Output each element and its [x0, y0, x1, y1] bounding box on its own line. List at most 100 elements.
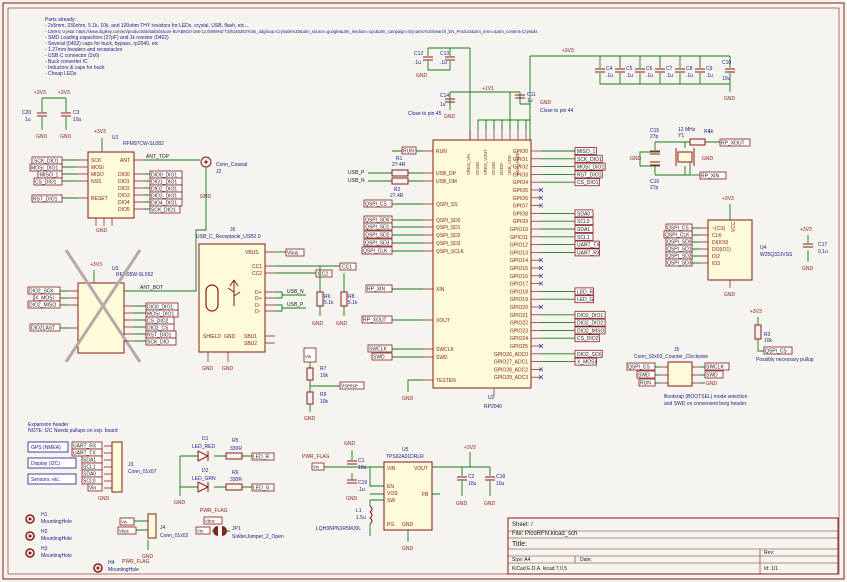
rfm-ref: U3 [112, 266, 119, 272]
cap-value: 10u [496, 481, 505, 487]
pin-name: VCC [731, 221, 737, 232]
net-label: SWD [706, 373, 718, 379]
note-expansion: NOTE: I2C Needs pullups on exp. board [28, 428, 118, 434]
rfm-value: RFM95W-SL552 [116, 272, 153, 278]
pin-name: IO3 [712, 261, 720, 267]
net-label: MISO_1 [577, 149, 596, 155]
pin-name: IOVDD [475, 162, 480, 175]
pin-name: GPIO19 [510, 297, 528, 303]
net-label: Vsense [341, 384, 358, 390]
pin-name: GPIO26_ADC0 [494, 352, 528, 358]
hole-value: MountingHole [41, 519, 72, 525]
net-label: DIO3_DIO1 [151, 194, 177, 200]
net-label: SDA0 [577, 211, 590, 217]
pin-name: VOUT [414, 466, 428, 472]
gnd-symbol: GND [724, 96, 736, 102]
pin-name: CC2 [252, 271, 262, 277]
net-label: MOSI_DIO1 [577, 165, 604, 171]
net-label: QSPI_SD2 [365, 233, 390, 239]
mounting-holes: H1 MountingHole H2 MountingHole H3 Mount… [25, 512, 139, 573]
net-label: LED_R [577, 289, 594, 295]
res-value: 330R [230, 446, 242, 452]
cap-ref: C4 [606, 66, 613, 72]
pin-name: GPIO7 [513, 204, 529, 210]
inductor-value: 1.5u [356, 515, 366, 521]
gnd-symbol: GND [60, 134, 72, 140]
net-label: SCK_DIO1 [34, 159, 59, 165]
dnp-cross [64, 249, 142, 363]
mcu-top-caps: C12 .1u C13 .1u GND C14 1u GND +1V1 C11 … [408, 47, 574, 140]
gnd-symbol: GND [444, 114, 456, 120]
pin-name: RUN [436, 149, 447, 155]
power-input: Vin Vbus J4 Conn_01x02 GND PWR_FLAG PWR_… [117, 508, 284, 565]
usb-body [198, 243, 266, 353]
res-value: 5.1k [348, 300, 358, 306]
pin-name: ~{CS} [712, 226, 726, 232]
pin-name: IOVDD [491, 162, 496, 175]
usb-icon [227, 279, 241, 306]
pin-name: MISO [91, 172, 104, 178]
net-label: USB_P [348, 170, 365, 176]
net-label: LED_R [253, 455, 270, 461]
gnd-symbol: GND [98, 496, 110, 502]
note-line: - 1.27mm headers and receptacles [45, 47, 123, 53]
note-line: - Several (0402) caps for buck, bypass, … [45, 41, 159, 47]
note-line: Parts already: [45, 17, 76, 23]
led-ref: D2 [202, 468, 209, 474]
expansion-box: Display (I2C) [31, 461, 60, 467]
buck-regulator: GND PWR_FLAG Vin C1 10u C19 .1u GND U5 T… [302, 441, 505, 552]
coax-ref: J2 [216, 169, 222, 175]
net-label: DIO1_DIO1 [151, 180, 177, 186]
conn-ref: J4 [160, 525, 166, 531]
net-label: QSPI_SD3 [667, 261, 692, 267]
pin-name: SHIELD [203, 334, 221, 340]
net-label: RP_XIN [701, 174, 719, 180]
net-label: SCL0 [577, 219, 590, 225]
cap-ref: C2 [468, 474, 475, 480]
rfm-body [87, 151, 135, 219]
gnd-symbol: GND [346, 496, 358, 502]
cap-value: .1u [440, 60, 447, 66]
net-label: QSPI_CLK [363, 249, 388, 255]
pin-name: ADC_AVDD [515, 153, 520, 176]
pin-name: NSS [91, 179, 102, 185]
usb-value: USB_C_Receptacle_USB2.0 [196, 234, 261, 240]
pwr-flag: PWR_FLAG [122, 559, 150, 565]
net-label: CS_DIO1 [577, 180, 599, 186]
cap-value: 0.1u [818, 249, 828, 255]
rfm-body [77, 282, 125, 354]
usb-c-connector: J6 USB_C_Receptacle_USB2.0 VBUS CC1 CC2 … [196, 227, 358, 372]
note-expansion: Expansion header [28, 422, 69, 428]
power-3v3: +3V3 [58, 90, 70, 96]
mcu-body [432, 139, 532, 389]
led-value: LED_GRN [192, 476, 216, 482]
cap-ref: C16 [650, 179, 659, 185]
net-label: QSPI_SD0 [365, 218, 390, 224]
res-value: 1k [708, 129, 714, 135]
net-label: SWD [638, 373, 650, 379]
net-label: Vbus [205, 519, 215, 524]
net-label: SWCLK [706, 365, 724, 371]
net-label: Vin [313, 465, 320, 470]
pin-name: XOUT [436, 318, 450, 324]
gnd-symbol: GND [630, 156, 642, 162]
pin-name: GND [224, 334, 236, 340]
cap-value: .1u [626, 73, 633, 79]
gnd-symbol: GND [36, 134, 48, 140]
gnd-symbol: GND [802, 266, 814, 272]
title-block: Sheet: / File: PicoRFN.kicad_sch Title: … [507, 517, 839, 575]
pin-name: QSPI_SCLK [436, 249, 464, 255]
net-label: DIO0_DIO1 [147, 305, 173, 311]
net-label: RST_DIO1 [577, 172, 602, 178]
cap-ref: C1 [358, 458, 365, 464]
pin-name: DI(IO0) [712, 240, 729, 246]
cap-ref: C19 [358, 480, 367, 486]
power-3v3: +3V3 [800, 227, 812, 233]
pin-name: GPIO17 [510, 282, 528, 288]
pin-name: GPIO22 [510, 321, 528, 327]
res-value: 330R [230, 477, 242, 483]
net-label: QSPI_SD3 [365, 241, 390, 247]
buck-value: TPS62A01DRLR [386, 454, 424, 460]
